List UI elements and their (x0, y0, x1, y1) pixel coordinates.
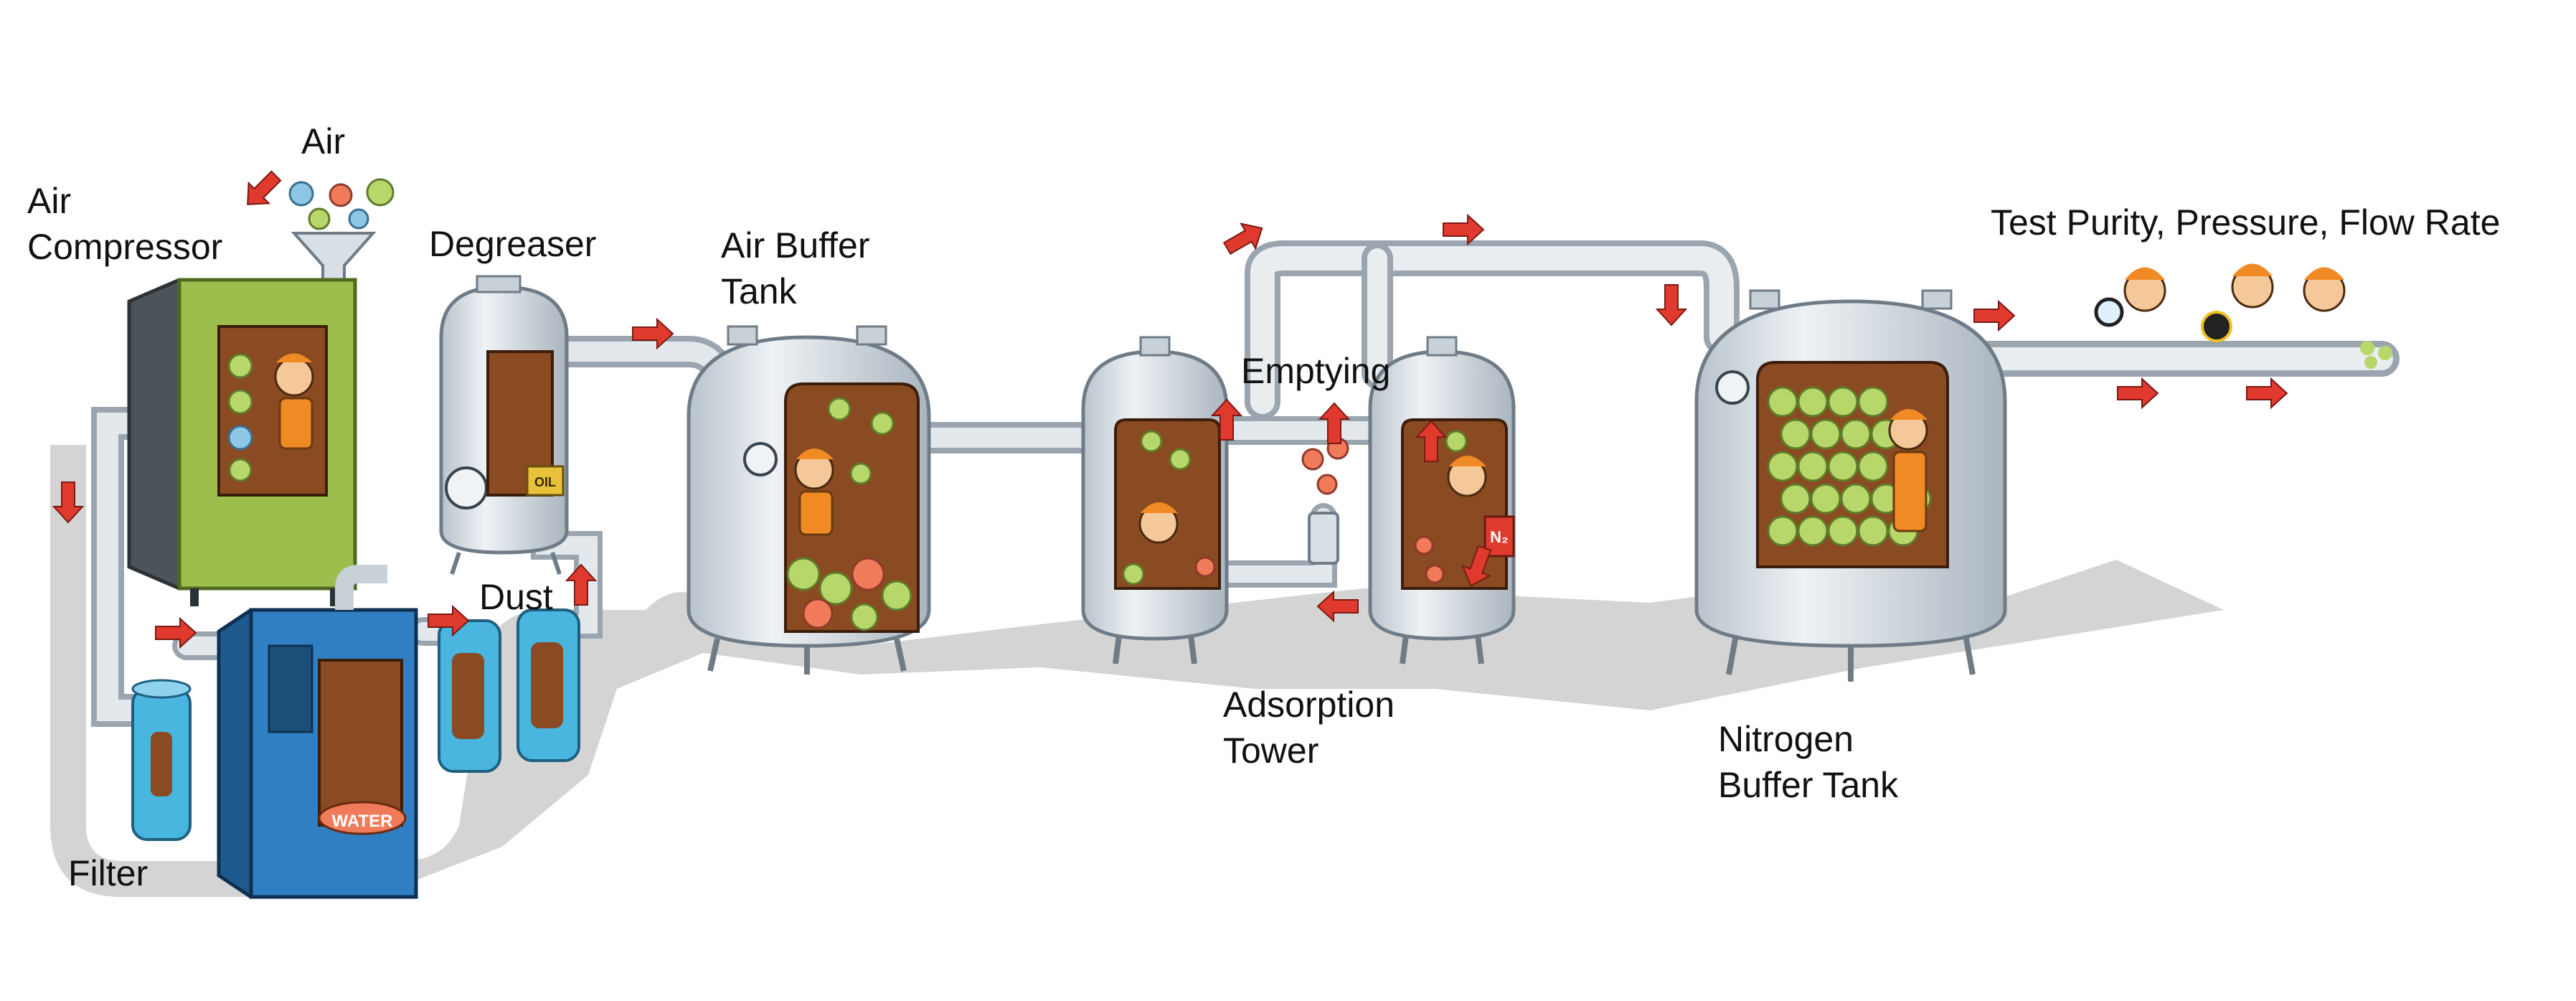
filter (131, 679, 192, 841)
n2-label: N₂ (1490, 528, 1509, 546)
air-molecule (366, 178, 395, 207)
n2-molecule (1780, 418, 1811, 450)
n2-molecule (1767, 386, 1798, 418)
n2-molecule (1840, 418, 1872, 450)
exhaust-molecule (1301, 448, 1324, 471)
flow-arrow-icon (155, 616, 197, 649)
flow-arrow-icon (1415, 420, 1448, 462)
worker-head (274, 357, 314, 397)
n2-molecule (1797, 386, 1829, 418)
air-molecule (329, 183, 353, 207)
air-compressor (127, 278, 357, 606)
emptying-vent (1301, 437, 1349, 565)
label-test-purity: Test Purity, Pressure, Flow Rate (1991, 202, 2501, 243)
label-adsorption-tower: Adsorption Tower (1223, 685, 1395, 771)
flow-arrow-icon (1318, 402, 1351, 444)
adsorption-tower-2: N₂ (1368, 336, 1516, 664)
label-emptying: Emptying (1241, 351, 1391, 391)
n2-molecule (1827, 386, 1859, 418)
n2-molecule (1767, 515, 1798, 547)
flow-arrow-icon (1655, 284, 1688, 326)
flow-arrow-icon (2246, 377, 2288, 410)
n2-molecule (1810, 418, 1841, 450)
label-air-compressor: Air Compressor (27, 181, 223, 267)
air-buffer-tank (687, 325, 931, 675)
nitrogen-buffer-tank (1694, 289, 2007, 682)
flow-arrow-icon (247, 170, 282, 205)
pressure-gauge-icon (445, 466, 488, 509)
n2-molecule (1810, 483, 1841, 514)
refrigerated-dryer: WATER (217, 565, 418, 899)
air-molecule (288, 181, 314, 207)
flow-arrow-icon (428, 604, 470, 637)
label-air: Air (301, 121, 346, 161)
water-label: WATER (332, 812, 393, 831)
n2-molecule (1767, 451, 1798, 482)
exhaust-molecule (1316, 474, 1338, 495)
magnifier-icon (2094, 297, 2124, 327)
n2-molecule (1840, 483, 1872, 514)
n2-molecule (1797, 451, 1829, 482)
n2-molecule (1857, 451, 1889, 482)
n2-molecule (1797, 515, 1829, 547)
flow-arrow-icon (1210, 398, 1243, 441)
label-dust: Dust (479, 577, 553, 617)
n2-molecule (1827, 451, 1859, 482)
air-molecule (308, 207, 331, 230)
n2-molecule (1780, 483, 1811, 514)
label-nitrogen-buffer-tank: Nitrogen Buffer Tank (1718, 719, 1899, 805)
n2-molecule (1857, 386, 1889, 418)
flow-arrows (52, 170, 2288, 649)
label-filter: Filter (68, 853, 148, 893)
label-degreaser: Degreaser (429, 224, 597, 264)
adsorption-tower-1 (1081, 336, 1229, 664)
test-workers (2094, 263, 2392, 369)
flow-arrow-icon (1222, 222, 1263, 255)
pressure-gauge-icon (2201, 311, 2232, 342)
water-basin (318, 801, 407, 835)
flow-arrow-icon (1316, 590, 1359, 623)
flow-arrow-icon (1443, 213, 1485, 246)
flow-arrow-icon (2117, 377, 2159, 410)
dust-filters (438, 608, 580, 773)
n2-molecule (1827, 515, 1859, 547)
oil-can (526, 465, 565, 497)
floor-shadow (50, 445, 2224, 897)
oil-label: OIL (534, 475, 556, 489)
flow-arrow-icon (565, 563, 598, 606)
flow-arrow-icon (1973, 299, 2016, 332)
n2-molecule (1857, 515, 1889, 547)
flow-arrow-icon (52, 481, 85, 524)
flow-arrow-icon (632, 317, 674, 350)
pressure-gauge-icon (1715, 370, 1750, 405)
pressure-gauge-icon (743, 442, 778, 476)
air-molecule (348, 208, 369, 230)
degreaser: OIL (439, 275, 569, 575)
label-air-buffer-tank: Air Buffer Tank (721, 225, 870, 311)
flow-arrow-icon (1461, 545, 1492, 587)
air-intake-funnel (288, 178, 395, 303)
